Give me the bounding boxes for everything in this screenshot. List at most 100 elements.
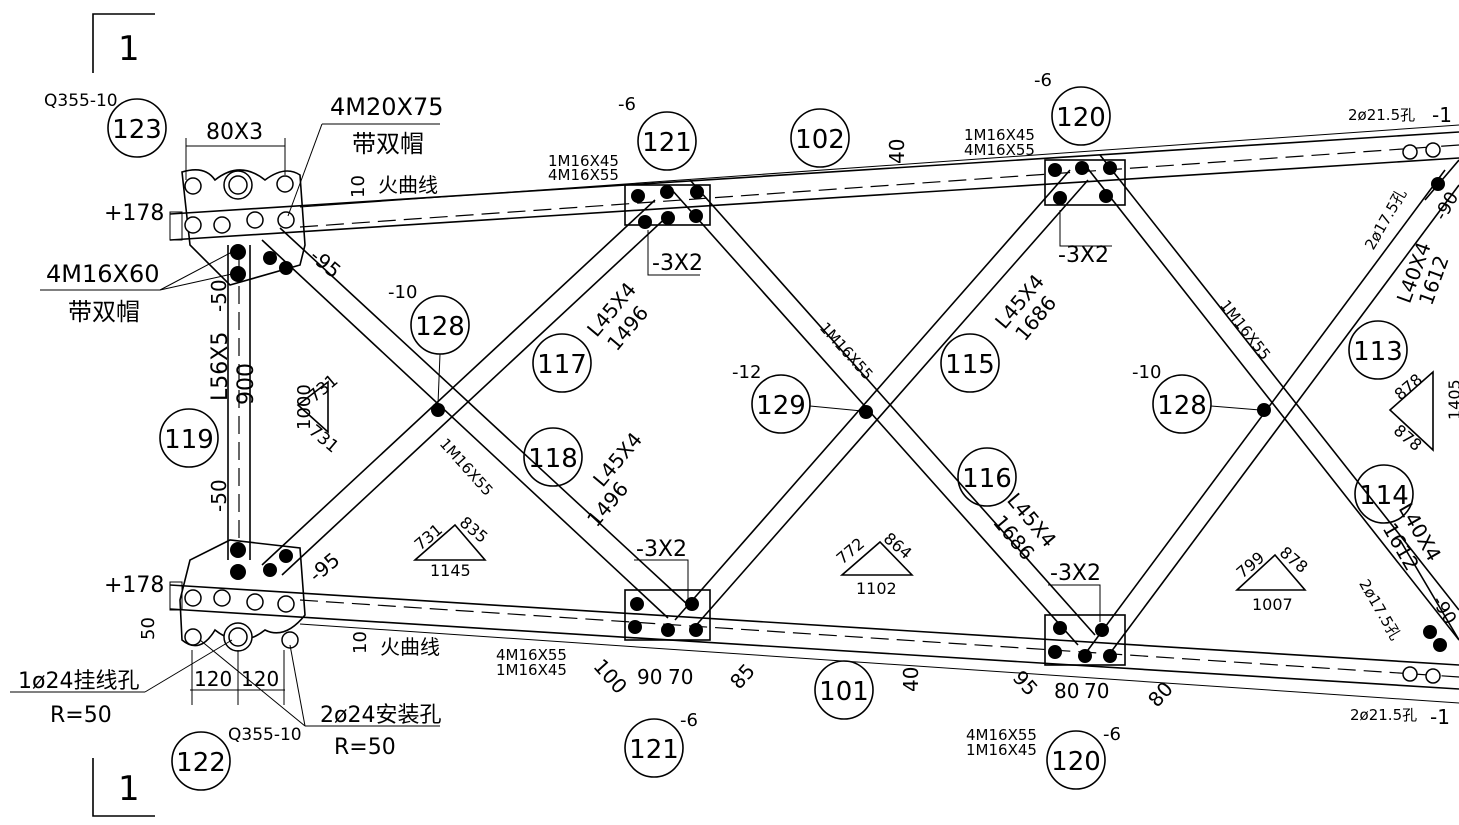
top-chord — [169, 124, 1459, 241]
bolt-4m16x55-c: 4M16X55 — [496, 646, 567, 664]
bolt-1m16x45-a: 1M16X45 — [548, 152, 619, 170]
tri-c-left: 799 — [1233, 548, 1269, 582]
part-123: 123 — [107, 98, 167, 158]
hole-17-bottom: 2ø17.5孔 — [1355, 576, 1404, 643]
svg-text:101: 101 — [819, 677, 869, 707]
double-nut-label: 带双帽 — [352, 130, 424, 158]
plate-121-bottom — [624, 589, 711, 641]
bolt-1m16x55-b: 1M16X55 — [436, 435, 497, 500]
fire-curve-bottom: 火曲线 — [380, 635, 440, 659]
tri-a-left: 731 — [411, 520, 447, 554]
member-118-length: 1496 — [582, 477, 633, 531]
dim-80x3 — [185, 138, 286, 180]
tri-1000: 1000 — [294, 384, 315, 430]
dim-70b: 70 — [1084, 679, 1109, 703]
plate-121-top — [624, 184, 711, 226]
part-117: 117 — [532, 333, 592, 393]
tri-a-right: 835 — [456, 513, 492, 547]
svg-text:102: 102 — [795, 125, 845, 155]
bolt-1m16x55-c: 1M16X55 — [1216, 296, 1274, 363]
svg-text:115: 115 — [945, 350, 995, 380]
bolt-1m16x45-c: 1M16X45 — [496, 661, 567, 679]
minus3x2-b: -3X2 — [1058, 243, 1109, 268]
bolts — [184, 142, 1447, 684]
fire-curve-top: 火曲线 — [378, 173, 438, 197]
bolt-4m16x55-d: 4M16X55 — [966, 726, 1037, 744]
hole-2phi24-label: 2ø24安装孔 — [320, 703, 441, 728]
tri-d-bottom: 878 — [1390, 421, 1426, 455]
part-128-left: 128 — [410, 295, 470, 355]
dim-90: 90 — [637, 665, 662, 689]
tri-b-right: 864 — [880, 529, 916, 563]
tri-b-left: 772 — [833, 534, 869, 568]
minus3x2-c: -3X2 — [636, 537, 687, 562]
member-119-label: L56X5 — [208, 332, 233, 401]
tri-a-base: 1145 — [430, 561, 471, 580]
hole-21-top: 2ø21.5孔 — [1348, 106, 1415, 124]
part-118: 118 — [523, 427, 583, 487]
svg-text:119: 119 — [164, 425, 214, 455]
minus6-c: -6 — [680, 710, 698, 731]
dim-40-top: 40 — [885, 139, 909, 164]
q355-bottom-label: Q355-10 — [228, 725, 302, 745]
dim-80a: 80 — [1054, 679, 1079, 703]
svg-text:120: 120 — [1056, 103, 1106, 133]
plus178-top: +178 — [104, 201, 164, 226]
svg-text:117: 117 — [537, 350, 587, 380]
left-top-plate — [169, 169, 306, 286]
bolt-4m16x55-b: 4M16X55 — [964, 141, 1035, 159]
part-122: 122 — [171, 731, 231, 791]
minus95-a: -95 — [305, 244, 345, 283]
minus50-a: -50 — [207, 279, 231, 312]
svg-text:122: 122 — [176, 748, 226, 778]
tri-c-base: 1007 — [1252, 595, 1293, 614]
member-119-length: 900 — [234, 363, 259, 405]
dim-100: 100 — [589, 654, 632, 698]
section-mark-label: 1 — [118, 769, 140, 809]
part-101: 101 — [814, 660, 874, 720]
bolt-1m16x45-d: 1M16X45 — [966, 741, 1037, 759]
svg-text:128: 128 — [1157, 391, 1207, 421]
svg-text:129: 129 — [756, 391, 806, 421]
svg-text:120: 120 — [1051, 747, 1101, 777]
part-116: 116 — [957, 447, 1017, 507]
plate-120-bottom — [1044, 614, 1126, 666]
bolt-4m16x55-a: 4M16X55 — [548, 166, 619, 184]
minus50-b: -50 — [207, 479, 231, 512]
dim-50: 50 — [138, 617, 159, 640]
dim-120b: 120 — [241, 667, 279, 691]
tri-c-right: 878 — [1276, 543, 1312, 577]
part-129: 129 — [751, 374, 811, 434]
dim-70a: 70 — [668, 665, 693, 689]
leaders — [10, 123, 1261, 727]
minus95-b: -95 — [304, 547, 344, 586]
bolt-4m20-label: 4M20X75 — [330, 93, 444, 121]
tri-d-right: 1405 — [1445, 379, 1459, 420]
part-119: 119 — [159, 408, 219, 468]
minus12: -12 — [732, 362, 761, 383]
svg-text:123: 123 — [112, 115, 162, 145]
dim-80x3-label: 80X3 — [206, 120, 263, 145]
diagonals — [261, 154, 1459, 661]
tri-b-base: 1102 — [856, 579, 897, 598]
part-circles: 123 122 121 121 120 120 102 101 128 128 … — [107, 86, 1414, 791]
svg-text:121: 121 — [629, 735, 679, 765]
minus10-b: -10 — [1132, 362, 1161, 383]
r50-b: R=50 — [334, 735, 396, 760]
ten-top: 10 — [348, 175, 369, 198]
dim-95: 95 — [1008, 666, 1043, 701]
svg-text:113: 113 — [1353, 337, 1403, 367]
minus10-a: -10 — [388, 282, 417, 303]
cut-top: -1 — [1432, 103, 1452, 127]
ten-bottom: 10 — [350, 631, 371, 654]
minus6-d: -6 — [1103, 724, 1121, 745]
svg-text:114: 114 — [1359, 481, 1409, 511]
vertical-member-119 — [227, 245, 251, 560]
triangles — [296, 370, 1434, 591]
section-mark-top: 1 — [92, 13, 155, 73]
plus178-bottom: +178 — [104, 573, 164, 598]
svg-text:116: 116 — [962, 464, 1012, 494]
svg-text:118: 118 — [528, 444, 578, 474]
